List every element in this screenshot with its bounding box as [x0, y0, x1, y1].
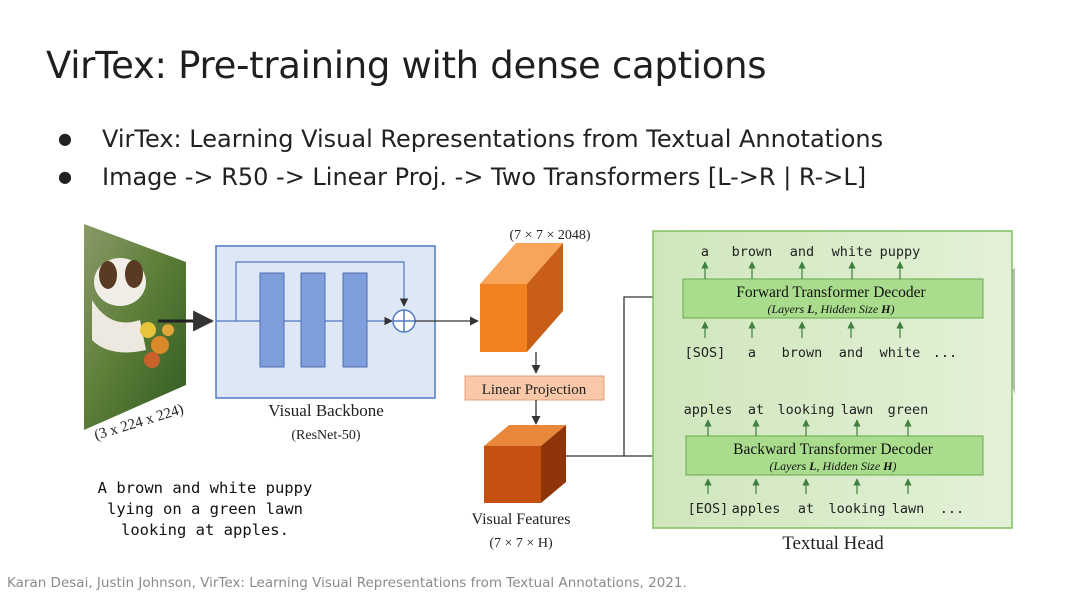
backward-decoder-box — [685, 435, 984, 476]
caption-line: A brown and white puppy — [97, 479, 313, 497]
forward-input-token: a — [748, 345, 756, 361]
forward-decoder-arrows — [701, 261, 904, 338]
backward-decoder-outputs: apples at looking lawn green — [684, 402, 929, 418]
backward-input-token: at — [798, 501, 814, 517]
slide-title: VirTex: Pre-training with dense captions — [46, 44, 767, 87]
forward-decoder-subtitle: (Layers L, Hidden Size H) — [767, 302, 894, 316]
backward-output-token: green — [888, 402, 929, 418]
backward-output-token: apples — [684, 402, 733, 418]
forward-output-token: and — [790, 244, 814, 260]
residual-block — [259, 272, 285, 368]
backward-decoder-subtitle: (Layers L, Hidden Size H) — [769, 459, 896, 473]
forward-decoder-inputs: [SOS] a brown and white... — [685, 345, 958, 361]
forward-decoder-box — [682, 278, 984, 319]
backbone-sublabel: (ResNet-50) — [291, 428, 361, 443]
visual-features-cube — [484, 425, 566, 503]
backbone-label: Visual Backbone — [268, 401, 384, 420]
linear-projection-label: Linear Projection — [482, 382, 587, 398]
forward-input-token: and — [839, 345, 863, 361]
bullet-item: Image -> R50 -> Linear Proj. -> Two Tran… — [58, 158, 883, 196]
backward-input-token: apples — [732, 501, 781, 517]
linear-projection-box — [464, 375, 605, 401]
visual-features-dims-label: (7 × 7 × H) — [489, 536, 553, 551]
textual-head-label: Textual Head — [782, 533, 884, 554]
forward-input-token: [SOS] — [685, 345, 726, 361]
textual-head-box — [652, 230, 1013, 529]
backward-input-token: lawn — [892, 501, 925, 517]
forward-output-token: white — [832, 244, 873, 260]
forward-input-token: ... — [933, 345, 957, 361]
residual-block — [300, 272, 326, 368]
feature-dims-label: (7 × 7 × 2048) — [509, 228, 590, 243]
forward-input-token: brown — [782, 345, 823, 361]
forward-decoder-title: Forward Transformer Decoder — [736, 284, 926, 301]
backward-input-token: ... — [940, 501, 964, 517]
forward-output-token: a — [701, 244, 709, 260]
visual-features-label: Visual Features — [471, 511, 570, 528]
residual-block — [342, 272, 368, 368]
bullet-item: VirTex: Learning Visual Representations … — [58, 120, 883, 158]
backward-decoder-inputs: [EOS]apples at looking lawn... — [688, 501, 965, 517]
forward-input-token: white — [880, 345, 921, 361]
backward-output-token: looking — [778, 402, 835, 418]
caption-line: looking at apples. — [121, 521, 289, 539]
forward-output-token: puppy — [880, 244, 921, 260]
forward-decoder-outputs: a brown and white puppy — [701, 244, 920, 260]
backward-output-token: lawn — [841, 402, 874, 418]
input-image — [84, 224, 186, 430]
backward-input-token: [EOS] — [688, 501, 729, 517]
forward-output-token: brown — [732, 244, 773, 260]
add-icon — [392, 309, 416, 333]
residual-skip-connection — [235, 261, 409, 321]
citation-footer: Karan Desai, Justin Johnson, VirTex: Lea… — [7, 575, 687, 591]
backward-decoder-arrows — [704, 419, 912, 494]
bullet-list: VirTex: Learning Visual Representations … — [58, 120, 883, 196]
caption-line: lying on a green lawn — [107, 500, 303, 518]
backward-input-token: looking — [829, 501, 886, 517]
features-to-forward-decoder-arrow — [566, 292, 681, 457]
image-caption: A brown and white puppy lying on a green… — [60, 478, 350, 541]
feature-map-cube — [480, 243, 563, 352]
backward-output-token: at — [748, 402, 764, 418]
backward-decoder-title: Backward Transformer Decoder — [733, 441, 934, 458]
